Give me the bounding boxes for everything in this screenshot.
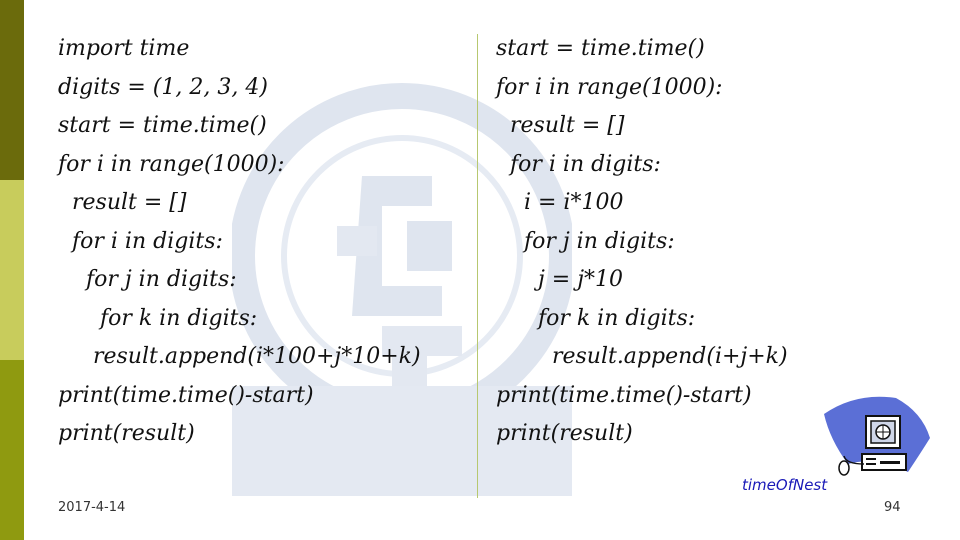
university-seal-watermark xyxy=(232,83,572,496)
code-line: for i in range(1000): xyxy=(58,151,285,177)
code-line: result = [] xyxy=(58,190,187,215)
code-line: for j in digits: xyxy=(58,267,237,292)
code-line: for i in digits: xyxy=(496,151,661,177)
code-line: digits = (1, 2, 3, 4) xyxy=(58,74,268,100)
code-line: print(time.time()-start) xyxy=(58,382,314,408)
code-line: i = i*100 xyxy=(496,190,624,215)
code-line: result = [] xyxy=(496,113,625,138)
accent-block-middle xyxy=(0,180,24,360)
code-line: result.append(i*100+j*10+k) xyxy=(58,344,421,369)
code-line: print(result) xyxy=(496,421,633,446)
code-line: print(time.time()-start) xyxy=(496,382,752,408)
code-line: for i in digits: xyxy=(58,228,223,254)
code-line: for i in range(1000): xyxy=(496,74,723,100)
code-line: j = j*10 xyxy=(496,267,624,292)
code-line: result.append(i+j+k) xyxy=(496,344,788,369)
computer-icon[interactable] xyxy=(816,394,934,478)
slide-page-number: 94 xyxy=(884,500,901,515)
code-line: for k in digits: xyxy=(58,305,258,331)
right-code-block: start = time.time() for i in range(1000)… xyxy=(496,30,788,454)
column-divider xyxy=(477,34,478,498)
left-code-block: import time digits = (1, 2, 3, 4) start … xyxy=(58,30,421,454)
accent-block-bottom xyxy=(0,360,24,540)
code-line: for k in digits: xyxy=(496,305,696,331)
accent-block-top xyxy=(0,0,24,180)
code-line: print(result) xyxy=(58,421,195,446)
time-of-nest-link[interactable]: timeOfNest xyxy=(742,476,828,494)
code-line: for j in digits: xyxy=(496,228,675,254)
code-line: import time xyxy=(58,36,190,61)
slide-date: 2017-4-14 xyxy=(58,500,126,515)
left-accent-bar xyxy=(0,0,24,540)
code-line: start = time.time() xyxy=(496,36,705,61)
code-line: start = time.time() xyxy=(58,113,267,138)
